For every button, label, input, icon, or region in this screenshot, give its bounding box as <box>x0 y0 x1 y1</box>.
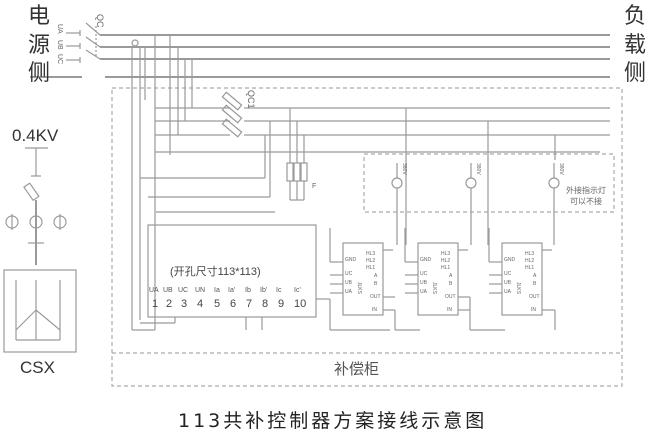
pin-hl3: HL3 <box>441 251 451 257</box>
fuse-label: F <box>312 183 317 190</box>
voltage-label: 0.4KV <box>12 126 59 145</box>
module-box-1 <box>342 242 384 316</box>
terminal-label: Ib <box>245 287 251 294</box>
pin-a: A <box>533 273 537 279</box>
pin-out: OUT <box>445 294 456 300</box>
module-name: JLKS <box>431 282 437 294</box>
terminal-number: 7 <box>246 298 253 310</box>
lamp-note-line2: 可以不接 <box>570 197 602 206</box>
pin-in: IN <box>372 307 377 313</box>
pin-hl3: HL3 <box>366 251 376 257</box>
pin-uc: UC <box>345 271 353 277</box>
source-side-char-1: 电 <box>28 4 51 29</box>
phase-label-ub: UB <box>56 40 63 50</box>
lamp-voltage-3: 380V <box>558 163 564 175</box>
pin-out: OUT <box>529 294 540 300</box>
phase-label-uc: UC <box>56 54 63 65</box>
terminal-label: UB <box>163 287 173 294</box>
load-side-char-1: 负 <box>624 4 647 29</box>
terminal-label: UN <box>195 287 206 294</box>
lamp-voltage-2: 380V <box>475 163 481 175</box>
pin-hl3: HL3 <box>525 251 535 257</box>
module-name: JLKS <box>356 282 362 294</box>
pin-hl1: HL1 <box>441 265 451 271</box>
lamp-3 <box>548 177 560 189</box>
pin-ub: UB <box>504 280 511 286</box>
pin-out: OUT <box>370 294 381 300</box>
lamp-1 <box>391 177 403 189</box>
terminal-number: 1 <box>152 298 159 310</box>
pin-hl2: HL2 <box>366 258 376 264</box>
pin-gnd: GND <box>504 257 516 263</box>
pin-gnd: GND <box>345 257 357 263</box>
csx-label: CSX <box>20 358 55 377</box>
terminal-number: 3 <box>181 298 188 310</box>
lamp-voltage-1: 380V <box>401 163 407 175</box>
pin-b: B <box>533 281 537 287</box>
pin-hl2: HL2 <box>525 258 535 264</box>
branch-breaker-label: QC1 <box>246 90 256 109</box>
pin-b: B <box>449 281 453 287</box>
cabinet-border <box>111 87 623 387</box>
terminal-label: Ib' <box>260 287 268 294</box>
terminal-number: 6 <box>230 298 237 310</box>
pin-ua: UA <box>504 289 511 295</box>
pin-ub: UB <box>420 280 427 286</box>
lamp-note-line1: 外接指示灯 <box>566 186 606 195</box>
terminal-label: Ia' <box>228 287 236 294</box>
pin-in: IN <box>531 307 536 313</box>
pin-ua: UA <box>345 289 352 295</box>
pin-a: A <box>374 273 378 279</box>
pin-in: IN <box>447 307 452 313</box>
terminal-label: UC <box>178 287 189 294</box>
module-box-2 <box>417 242 459 316</box>
pin-hl1: HL1 <box>366 265 376 271</box>
pin-uc: UC <box>420 271 428 277</box>
module-name: JLKS <box>515 282 521 294</box>
terminal-label: Ic' <box>294 287 301 294</box>
pin-ua: UA <box>420 289 427 295</box>
pin-b: B <box>374 281 378 287</box>
terminal-number: 5 <box>214 298 221 310</box>
terminal-label: UA <box>149 287 159 294</box>
load-side-char-3: 侧 <box>624 61 647 86</box>
controller-title: (开孔尺寸113*113) <box>170 266 261 278</box>
source-side-char-3: 侧 <box>28 61 51 86</box>
pin-ub: UB <box>345 280 352 286</box>
pin-gnd: GND <box>420 257 432 263</box>
csx-box <box>3 269 77 353</box>
terminal-number: 4 <box>197 298 204 310</box>
pin-hl1: HL1 <box>525 265 535 271</box>
pin-a: A <box>449 273 453 279</box>
pin-hl2: HL2 <box>441 258 451 264</box>
cabinet-label: 补偿柜 <box>334 360 380 378</box>
main-breaker-label: QC <box>95 14 105 28</box>
terminal-number: 9 <box>278 298 285 310</box>
terminal-number: 2 <box>166 298 173 310</box>
pin-uc: UC <box>504 271 512 277</box>
terminal-number: 10 <box>294 298 307 310</box>
terminal-label: Ia <box>214 287 220 294</box>
lamp-2 <box>465 177 477 189</box>
load-side-char-2: 载 <box>624 33 647 58</box>
module-box-3 <box>501 242 543 316</box>
terminal-label: Ic <box>276 287 282 294</box>
terminal-number: 8 <box>262 298 269 310</box>
diagram-caption: 113共补控制器方案接线示意图 <box>178 410 488 432</box>
controller-box <box>147 224 317 318</box>
phase-label-ua: UA <box>56 24 63 34</box>
source-side-char-2: 源 <box>28 33 51 58</box>
